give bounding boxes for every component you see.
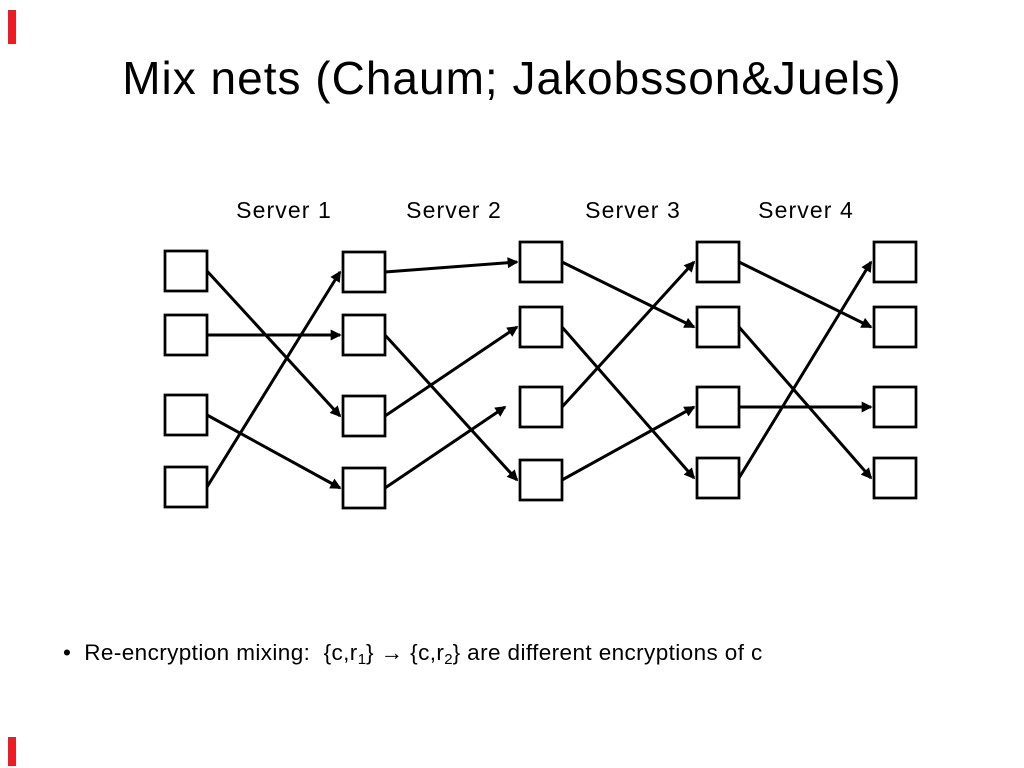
mix-arrow-s3-r4-to-r3 <box>561 405 696 482</box>
bullet-text: Re-encryption mixing: {c,r1} → {c,r2} ar… <box>84 638 762 671</box>
mix-box-c4-r2 <box>695 305 741 349</box>
mix-arrow-s3-r1-to-r2 <box>561 260 696 329</box>
mix-box-c1-r1 <box>163 249 209 293</box>
slide-title: Mix nets (Chaum; Jakobsson&Juels) <box>122 52 902 104</box>
mix-arrow-s1-r4-to-r1 <box>205 270 342 488</box>
server-label-2: Server 2 <box>406 197 502 223</box>
mix-box-c5-r3 <box>872 385 918 429</box>
mix-box-c2-r4 <box>341 466 387 510</box>
mix-arrow-s2-r4-to-r3 <box>384 405 507 490</box>
mix-box-c1-r3 <box>163 393 209 437</box>
mix-box-c5-r2 <box>872 305 918 349</box>
mix-box-c3-r4 <box>518 458 564 502</box>
bullet-text-mid: } → {c,r <box>366 640 445 665</box>
arrow-layer <box>205 257 873 490</box>
box-layer <box>163 240 918 510</box>
bullet-item: • Re-encryption mixing: {c,r1} → {c,r2} … <box>63 638 763 671</box>
server-label-4: Server 4 <box>758 197 854 223</box>
bullet-subscript-2: 2 <box>444 651 453 668</box>
mix-box-c5-r4 <box>872 456 918 500</box>
mix-box-c3-r1 <box>518 240 564 284</box>
mix-box-c5-r1 <box>872 240 918 284</box>
red-edge-mark-bottom <box>8 737 16 766</box>
mix-box-c2-r3 <box>341 394 387 438</box>
mix-box-c1-r4 <box>163 465 209 509</box>
mix-arrow-s1-r1-to-r3 <box>205 269 342 418</box>
server-label-3: Server 3 <box>585 197 681 223</box>
mix-arrow-s4-r1-to-r2 <box>738 260 873 329</box>
server-label-1: Server 1 <box>236 197 332 223</box>
mix-arrow-s4-r2-to-r4 <box>737 326 873 480</box>
mix-box-c4-r1 <box>695 240 741 284</box>
mix-arrow-s2-r2-to-r4 <box>383 333 519 482</box>
mix-arrow-s4-r4-to-r1 <box>737 260 873 479</box>
bullet-subscript-1: 1 <box>357 651 367 668</box>
mix-box-c2-r1 <box>341 250 387 294</box>
bullet-text-suffix: } are different encryptions of c <box>452 640 763 665</box>
mix-arrow-s3-r3-to-r1 <box>560 260 696 409</box>
mix-box-c3-r3 <box>518 385 564 429</box>
mix-arrow-s3-r2-to-r4 <box>560 326 696 480</box>
mix-arrow-s2-r3-to-r2 <box>384 325 519 418</box>
mix-arrow-s2-r1-to-r1 <box>384 257 519 274</box>
red-edge-mark-top <box>8 10 16 44</box>
mix-box-c4-r4 <box>695 456 741 500</box>
mix-box-c3-r2 <box>518 305 564 349</box>
mix-box-c1-r2 <box>163 313 209 357</box>
mix-box-c2-r2 <box>341 313 387 357</box>
bullet-text-prefix: Re-encryption mixing: {c,r <box>84 640 358 665</box>
mix-box-c4-r3 <box>695 385 741 429</box>
bullet-marker: • <box>63 640 72 665</box>
mix-arrow-s1-r3-to-r4 <box>206 413 342 490</box>
